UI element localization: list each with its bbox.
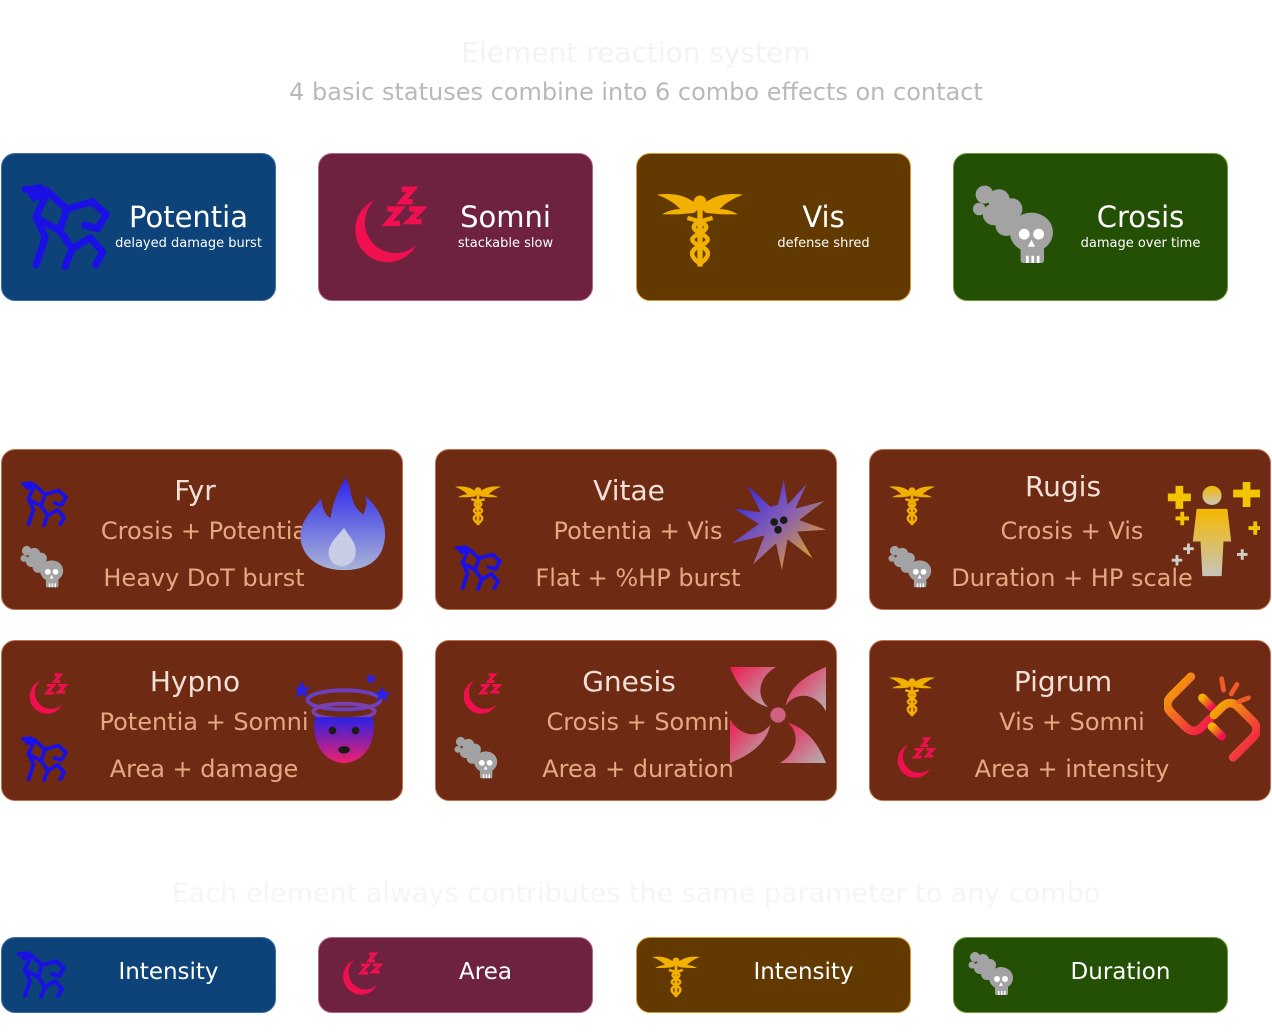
combo-formula: Vis + Somni [999, 708, 1145, 736]
card-vis: Vis defense shred [636, 153, 911, 301]
combo-effect: Flat + %HP burst [535, 564, 741, 592]
card-crosis: Crosis damage over time [953, 153, 1228, 301]
moon-sleep-icon [888, 735, 936, 783]
combo-name: Hypno [149, 665, 241, 698]
status-desc: defense shred [777, 236, 870, 251]
page-title: Element reaction system [461, 36, 811, 69]
param-card-somni: Area [318, 937, 593, 1013]
healing-person-icon [1164, 482, 1260, 578]
broken-chain-icon [1164, 669, 1260, 765]
combo-name: Fyr [174, 474, 216, 507]
combo-card-hypno: Hypno Potentia + Somni Area + damage [1, 640, 403, 801]
combo-formula: Potentia + Somni [99, 708, 309, 736]
combo-formula: Crosis + Potentia [100, 517, 308, 545]
combo-formula: Crosis + Vis [1000, 517, 1144, 545]
skull-cloud-icon [972, 182, 1062, 272]
status-desc: stackable slow [457, 236, 554, 251]
param-label: Area [459, 959, 512, 985]
moon-sleep-icon [454, 671, 502, 719]
caduceus-icon [888, 671, 936, 719]
combo-effect: Area + damage [109, 755, 299, 783]
skull-cloud-icon [888, 544, 936, 592]
skull-cloud-icon [968, 950, 1018, 1000]
caduceus-icon [454, 480, 502, 528]
caduceus-icon [655, 182, 745, 272]
status-name: Somni [460, 200, 551, 234]
combo-card-vitae: Vitae Potentia + Vis Flat + %HP burst [435, 449, 837, 610]
combo-card-gnesis: Gnesis Crosis + Somni Area + duration [435, 640, 837, 801]
dizzy-face-icon [296, 673, 392, 769]
explosion-icon [730, 476, 826, 572]
page-subtitle: 4 basic statuses combine into 6 combo ef… [289, 78, 983, 106]
caduceus-icon [888, 480, 936, 528]
combo-effect: Duration + HP scale [951, 564, 1193, 592]
status-name: Potentia [129, 200, 248, 234]
param-label: Intensity [118, 959, 219, 985]
moon-sleep-icon [333, 950, 383, 1000]
dragon-icon [454, 544, 502, 592]
combo-name: Gnesis [582, 665, 676, 698]
skull-cloud-icon [454, 735, 502, 783]
combo-formula: Potentia + Vis [553, 517, 723, 545]
flame-icon [296, 476, 392, 572]
combo-effect: Heavy DoT burst [103, 564, 305, 592]
param-card-vis: Intensity [636, 937, 911, 1013]
skull-cloud-icon [20, 544, 68, 592]
combo-card-pigrum: Pigrum Vis + Somni Area + intensity [869, 640, 1271, 801]
param-label: Intensity [753, 959, 854, 985]
caduceus-icon [651, 950, 701, 1000]
status-desc: delayed damage burst [115, 236, 262, 251]
param-card-crosis: Duration [953, 937, 1228, 1013]
vortex-icon [730, 667, 826, 763]
combo-card-fyr: Fyr Crosis + Potentia Heavy DoT burst [1, 449, 403, 610]
dragon-icon [20, 735, 68, 783]
combo-name: Pigrum [1013, 665, 1113, 698]
status-name: Crosis [1096, 200, 1185, 234]
dragon-icon [20, 480, 68, 528]
combo-formula: Crosis + Somni [546, 708, 730, 736]
footnote: Each element always contributes the same… [171, 878, 1101, 909]
dragon-icon [16, 950, 66, 1000]
card-somni: Somni stackable slow [318, 153, 593, 301]
dragon-icon [20, 182, 110, 272]
combo-effect: Area + duration [542, 755, 734, 783]
combo-name: Rugis [1024, 470, 1102, 503]
status-desc: damage over time [1080, 236, 1201, 251]
combo-card-rugis: Rugis Crosis + Vis Duration + HP scale [869, 449, 1271, 610]
status-name: Vis [802, 200, 845, 234]
param-label: Duration [1070, 959, 1171, 985]
card-potentia: Potentia delayed damage burst [1, 153, 276, 301]
param-card-potentia: Intensity [1, 937, 276, 1013]
combo-effect: Area + intensity [974, 755, 1170, 783]
moon-sleep-icon [20, 671, 68, 719]
combo-name: Vitae [593, 474, 665, 507]
moon-sleep-icon [337, 182, 427, 272]
